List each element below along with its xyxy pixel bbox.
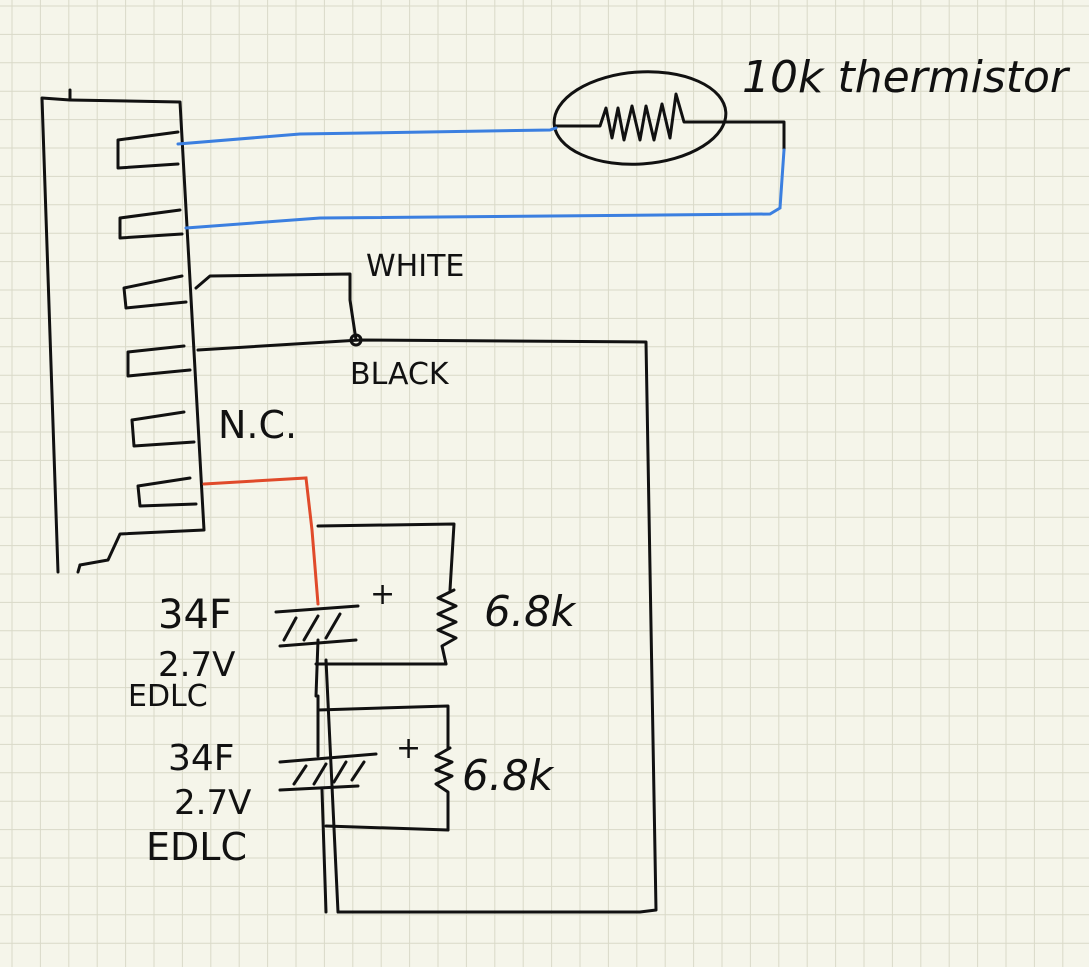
connector-pin-5 [130, 410, 196, 448]
connector-housing [40, 88, 206, 574]
plus-sign-1: + [370, 577, 395, 612]
black-label: BLACK [350, 357, 450, 392]
capacitor-1-value: 34F [158, 592, 232, 638]
connector-pin-2 [118, 208, 184, 240]
connector-pin-3 [122, 274, 188, 310]
connector-pin-1 [116, 130, 180, 170]
connector-pin-6 [136, 476, 198, 508]
capacitor-resistor-block-2 [278, 694, 454, 914]
plus-sign-2: + [396, 731, 421, 766]
thermistor [552, 70, 786, 166]
connector-pins [116, 130, 198, 508]
wire-blue-2 [184, 148, 786, 230]
capacitor-1-voltage: 2.7V [158, 645, 235, 685]
capacitor-2-voltage: 2.7V [174, 783, 251, 823]
junction-dot [349, 333, 363, 347]
capacitor-1-type: EDLC [128, 679, 208, 714]
resistor-2-label: 6.8k [462, 751, 555, 800]
thermistor-label: 10k thermistor [742, 52, 1071, 103]
resistor-1-label: 6.8k [484, 587, 577, 636]
wire-white [194, 272, 358, 342]
capacitor-2-type: EDLC [146, 825, 247, 869]
white-label: WHITE [366, 249, 464, 284]
wire-blue-1 [176, 126, 558, 146]
capacitor-2-value: 34F [168, 738, 235, 779]
capacitor-resistor-block-1 [274, 522, 458, 698]
connector-pin-4 [126, 344, 192, 378]
nc-label: N.C. [218, 403, 297, 447]
wire-red [202, 476, 320, 606]
